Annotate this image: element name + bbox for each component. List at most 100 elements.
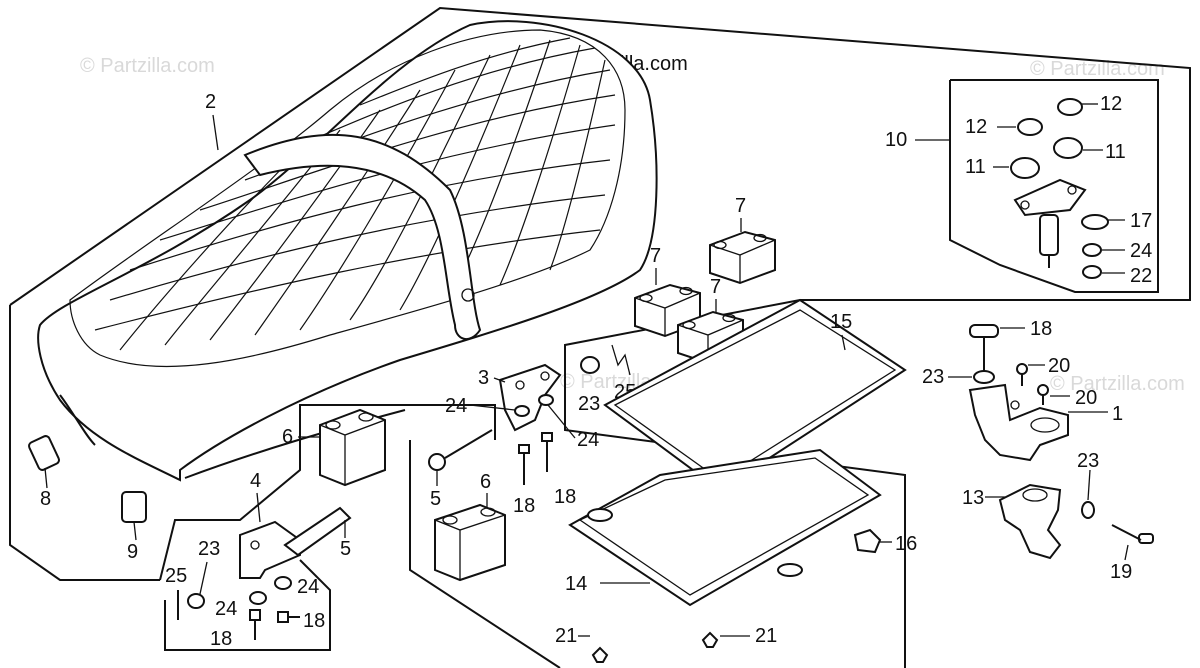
callout-18-a: 18 xyxy=(513,495,535,517)
callout-24-d: 24 xyxy=(215,598,237,620)
part-23-washer-center xyxy=(580,356,600,374)
callout-20-a: 20 xyxy=(1048,355,1070,377)
tray-group-frame xyxy=(409,440,561,668)
leader-9 xyxy=(133,521,137,541)
callout-6-upper: 6 xyxy=(282,426,293,448)
seat-assembly xyxy=(37,20,658,482)
part-11-grommet-right xyxy=(1053,137,1083,159)
part-20-screw-a xyxy=(1016,363,1028,386)
callout-18-b: 18 xyxy=(554,486,576,508)
part-12-cap-right xyxy=(1057,98,1083,116)
callout-24-e: 24 xyxy=(1130,240,1152,262)
part-11-grommet-left xyxy=(1010,157,1040,179)
part-24-washer-d xyxy=(249,591,267,605)
callout-17: 17 xyxy=(1130,210,1152,232)
callout-20-b: 20 xyxy=(1075,387,1097,409)
callout-14: 14 xyxy=(565,573,587,595)
callout-2: 2 xyxy=(205,91,216,113)
part-23-washer-latch xyxy=(1081,501,1095,519)
seat-front-lip xyxy=(59,394,96,446)
seat-body xyxy=(37,20,658,482)
callout-24-c: 24 xyxy=(297,576,319,598)
callout-24-b: 24 xyxy=(577,429,599,451)
part-24-washer-b xyxy=(538,394,554,406)
callout-21-a: 21 xyxy=(555,625,577,647)
left-frame-line xyxy=(9,305,160,581)
callout-18-c: 18 xyxy=(303,610,325,632)
watermark-mid-right: © Partzilla.com xyxy=(1050,373,1185,395)
part-14-tray xyxy=(568,448,882,607)
part-18-bolt-a xyxy=(518,444,530,485)
callout-23-right: 23 xyxy=(922,366,944,388)
lock-body xyxy=(1013,178,1087,268)
leader-19 xyxy=(1124,544,1129,561)
part-23-washer-right xyxy=(973,370,995,384)
callout-5-center: 5 xyxy=(430,488,441,510)
leader-8 xyxy=(44,467,48,489)
part-5-bolt-center xyxy=(428,429,493,471)
part-24-washer-c xyxy=(274,576,292,590)
hinge-group-frame xyxy=(159,404,496,581)
callout-10: 10 xyxy=(885,129,907,151)
part-8-rubber xyxy=(28,435,60,471)
callout-6-lower: 6 xyxy=(480,471,491,493)
callout-8: 8 xyxy=(40,488,51,510)
part-6-damper-lower xyxy=(434,503,506,582)
leader-23-left xyxy=(199,561,208,595)
part-1-bracket xyxy=(968,383,1069,462)
part-12-cap-left xyxy=(1017,118,1043,136)
callout-15: 15 xyxy=(830,311,852,333)
part-24-washer-a xyxy=(514,405,530,417)
part-18-bolt-right xyxy=(969,324,999,372)
callout-3: 3 xyxy=(478,367,489,389)
part-21-fastener-a xyxy=(591,646,609,663)
callout-7-left: 7 xyxy=(650,245,661,267)
callout-9: 9 xyxy=(127,541,138,563)
leader-3 xyxy=(493,377,506,383)
leader-2 xyxy=(212,114,219,151)
part-13-latch xyxy=(998,483,1062,560)
callout-16: 16 xyxy=(895,533,917,555)
lock-group-frame xyxy=(949,79,1159,293)
leader-24-a xyxy=(469,404,516,411)
callout-24-a: 24 xyxy=(445,395,467,417)
strap-bolt xyxy=(461,288,475,302)
callout-7-right: 7 xyxy=(710,276,721,298)
leader-23-latch xyxy=(1087,469,1091,501)
leader-4 xyxy=(256,492,261,523)
part-22-nut xyxy=(1082,265,1102,279)
callout-7-top: 7 xyxy=(735,195,746,217)
part-18-bolt-left-b xyxy=(249,609,261,640)
part-4-hinge xyxy=(239,506,352,579)
callout-25-left: 25 xyxy=(165,565,187,587)
callout-23-left: 23 xyxy=(198,538,220,560)
part-21-fastener-b xyxy=(701,631,719,648)
part-20-screw-b xyxy=(1037,384,1049,405)
callout-11-right: 11 xyxy=(1105,141,1126,163)
part-23-washer-left xyxy=(187,593,205,609)
part-18-bolt-left-a xyxy=(277,611,300,623)
callout-12-left: 12 xyxy=(965,116,987,138)
part-9-rubber xyxy=(121,491,147,523)
watermark-top-left: © Partzilla.com xyxy=(80,55,215,77)
leader-15 xyxy=(841,334,846,351)
seat-cover-outline xyxy=(69,29,626,368)
callout-23-center: 23 xyxy=(578,393,600,415)
callout-1: 1 xyxy=(1112,403,1123,425)
callout-18-e: 18 xyxy=(1030,318,1052,340)
callout-12-right: 12 xyxy=(1100,93,1122,115)
part-19-pin xyxy=(1111,524,1154,544)
callout-13: 13 xyxy=(962,487,984,509)
part-15-plate xyxy=(603,298,907,492)
callout-23-latch: 23 xyxy=(1077,450,1099,472)
part-24-washer-lock xyxy=(1082,243,1102,257)
hinge-group-frame-lower xyxy=(164,559,331,651)
callout-22: 22 xyxy=(1130,265,1152,287)
callout-18-d: 18 xyxy=(210,628,232,650)
callout-4: 4 xyxy=(250,470,261,492)
part-18-bolt-b xyxy=(541,432,553,472)
part-17-washer xyxy=(1081,214,1109,230)
callout-5-left: 5 xyxy=(340,538,351,560)
seat-strap xyxy=(243,133,482,340)
